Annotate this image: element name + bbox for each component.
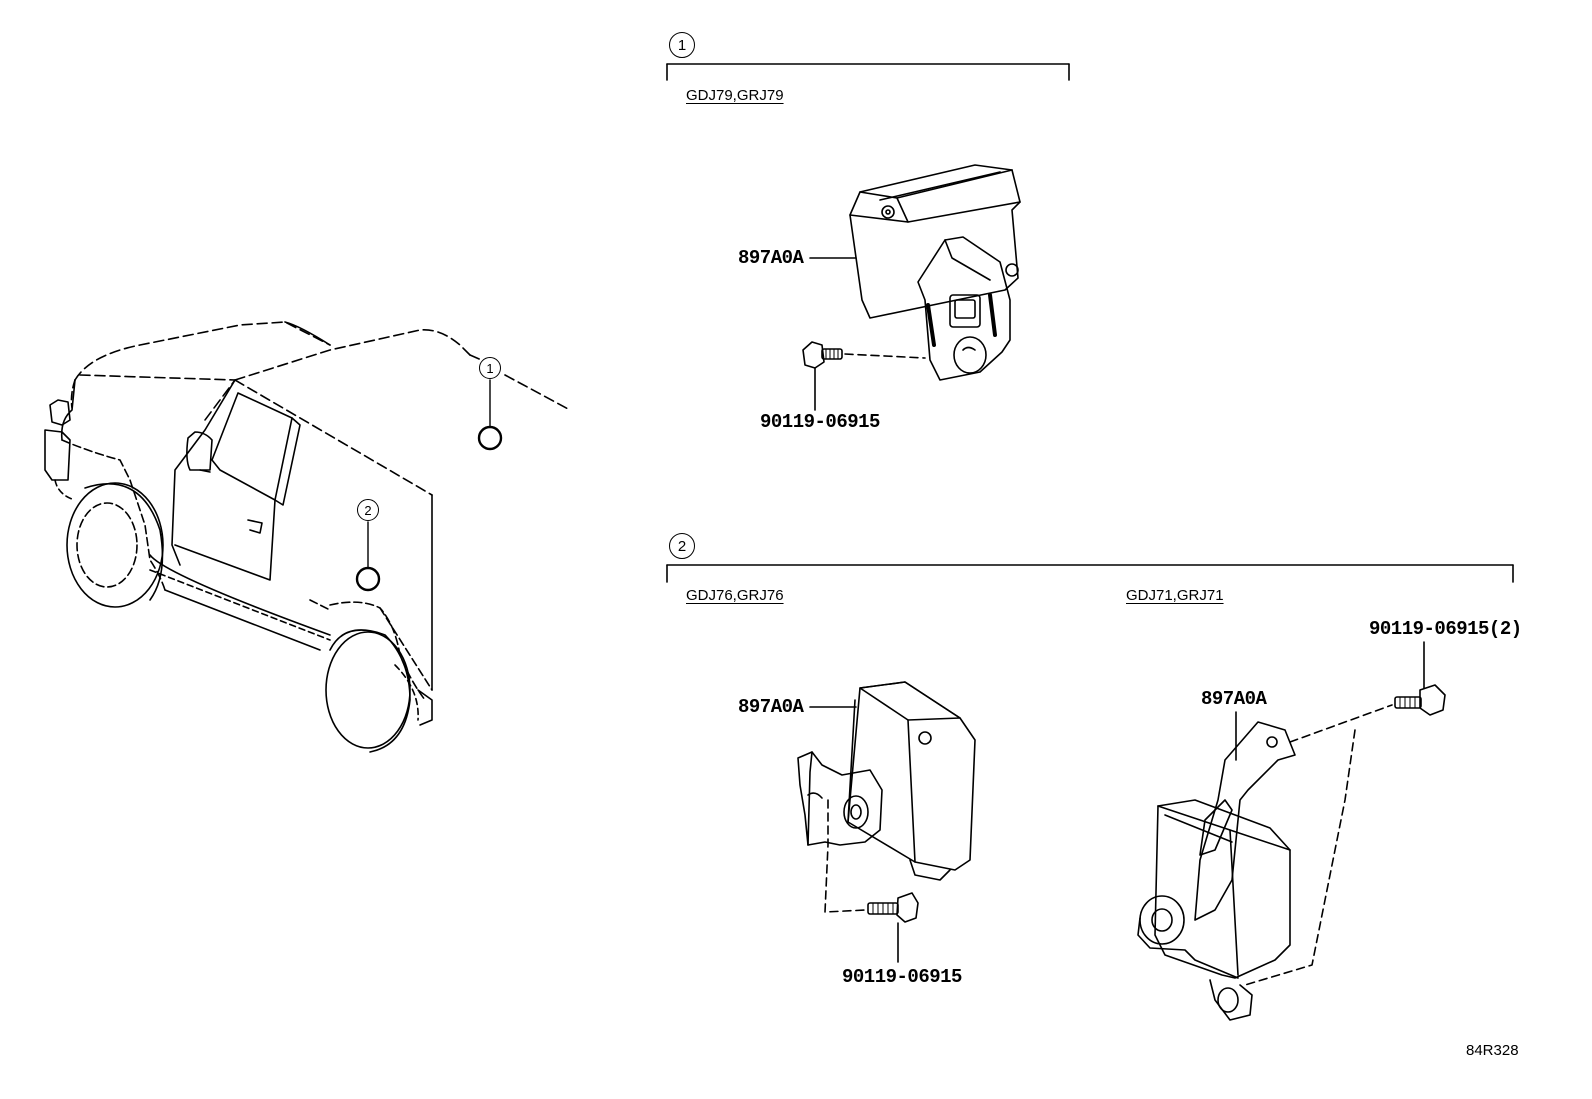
section1-bolt-drawing [802, 341, 843, 369]
section2-bracket [666, 564, 1514, 583]
callout-1-vehicle: 1 [479, 357, 501, 379]
section2-left-bolt-drawing [867, 892, 919, 923]
diagram-reference-code: 84R328 [1466, 1042, 1519, 1059]
section2-left-ecu-drawing [797, 681, 976, 963]
callout-2-vehicle: 2 [357, 499, 379, 521]
section2-left-bolt-label: 90119-06915 [842, 966, 962, 988]
section1-part-label: 897A0A [738, 247, 804, 269]
section1-model-label: GDJ79,GRJ79 [686, 87, 784, 104]
section2-right-part-label: 897A0A [1201, 688, 1267, 710]
section2-left-model-label: GDJ76,GRJ76 [686, 587, 784, 604]
callout-2-section: 2 [669, 533, 695, 559]
section2-right-bolt-label: 90119-06915(2) [1369, 618, 1522, 640]
callout-1-section: 1 [669, 32, 695, 58]
section1-bracket [666, 63, 1070, 81]
section2-right-ecu-drawing [1137, 641, 1446, 1021]
section2-right-bolt-drawing [1394, 684, 1446, 716]
section2-left-part-label: 897A0A [738, 696, 804, 718]
section1-bolt-label: 90119-06915 [760, 411, 880, 433]
section1-ecu-drawing [802, 164, 1021, 411]
vehicle-illustration [44, 321, 571, 753]
section2-right-model-label: GDJ71,GRJ71 [1126, 587, 1224, 604]
